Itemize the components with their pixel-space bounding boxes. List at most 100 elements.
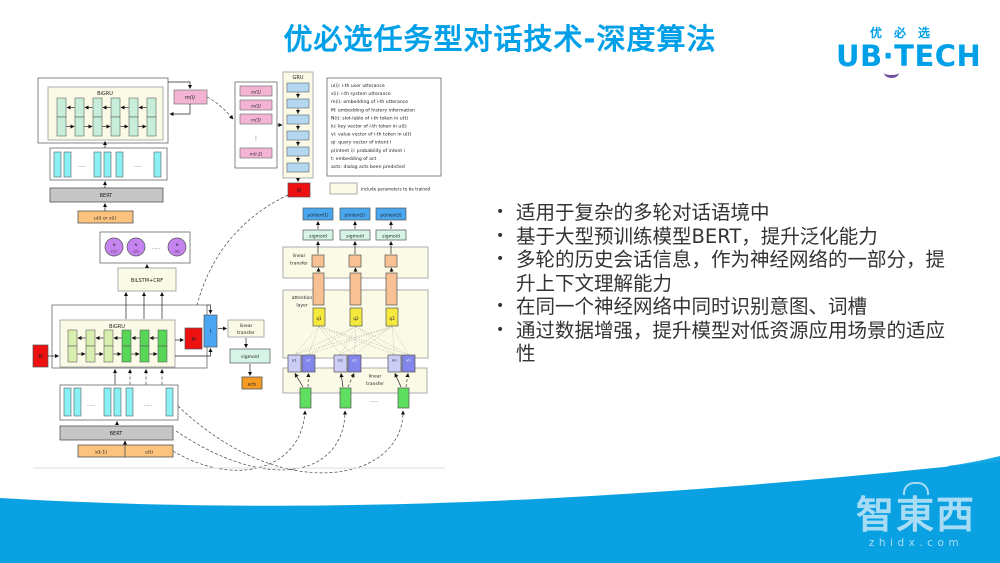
embedding-row-2: ...... ...... bbox=[63, 387, 174, 417]
svg-text:⋮: ⋮ bbox=[253, 135, 259, 142]
svg-text:qi: query vector of intent i: qi: query vector of intent i bbox=[331, 140, 391, 146]
svg-text:......: ...... bbox=[87, 402, 95, 407]
bigru-cells bbox=[56, 97, 157, 137]
bullet-item: •通过数据增强，提升模型对低资源应用场景的适应性 bbox=[496, 318, 946, 366]
label-acts: acts bbox=[248, 382, 257, 387]
legend: u(i): i-th user utterance s(i): i-th sys… bbox=[326, 77, 442, 195]
svg-text:linear: linear bbox=[369, 374, 382, 380]
svg-text:transfer: transfer bbox=[290, 261, 308, 267]
utterance-encoder-block: BiGRU m(i) ...... ...... BERT u(i) o bbox=[37, 77, 234, 224]
svg-text:M: embedding of history inform: M: embedding of history information bbox=[331, 107, 415, 113]
bottom-wave bbox=[0, 456, 1000, 563]
svg-text:(1): (1) bbox=[111, 249, 117, 254]
bullet-icon: • bbox=[496, 204, 505, 220]
label-gru: GRU bbox=[292, 75, 303, 81]
svg-text:m(1): m(1) bbox=[251, 90, 261, 95]
bullet-item: •在同一个神经网络中同时识别意图、词槽 bbox=[496, 295, 868, 318]
attention-links bbox=[294, 326, 409, 355]
svg-text:v1: v1 bbox=[306, 358, 311, 363]
svg-text:transfer: transfer bbox=[237, 330, 255, 336]
watermark-url-text: zhidx.com bbox=[868, 537, 964, 549]
svg-text:sigmoid: sigmoid bbox=[241, 354, 259, 360]
svg-text:N: N bbox=[176, 242, 179, 247]
svg-text:linear: linear bbox=[293, 253, 306, 259]
logo-cn-text: 优必选 bbox=[869, 26, 942, 40]
svg-text:k2: k2 bbox=[338, 358, 343, 363]
svg-text:q3: q3 bbox=[389, 316, 395, 321]
label-bigru: BiGRU bbox=[97, 91, 113, 97]
label-m-i: m(i) bbox=[185, 95, 195, 101]
svg-text:m(i-2): m(i-2) bbox=[250, 152, 263, 157]
slot-filling-block: N (1) N (2) ...... N (n) BiLSTM+CRF BiGRU M… bbox=[32, 231, 271, 458]
svg-text:m(i): embedding of i-th uttera: m(i): embedding of i-th utterance bbox=[331, 99, 408, 105]
legend-note: include parameters to be trained bbox=[361, 187, 431, 192]
logo-wordmark: UB·TECH bbox=[836, 39, 982, 73]
svg-text:(2): (2) bbox=[133, 249, 139, 254]
svg-text:acts: dialog acts been predict: acts: dialog acts been predicted bbox=[331, 164, 405, 170]
svg-text:N(i): slot-lable of i-th token: N(i): slot-lable of i-th token in u(t) bbox=[331, 115, 408, 121]
svg-text:linear: linear bbox=[240, 323, 253, 329]
cross-connections bbox=[172, 405, 406, 474]
svg-text:t: embedding of act: t: embedding of act bbox=[331, 156, 376, 162]
page-title: 优必选任务型对话技术-深度算法 bbox=[283, 22, 717, 56]
bullet-item: •基于大型预训练模型BERT，提升泛化能力 bbox=[496, 224, 878, 248]
svg-text:k1: k1 bbox=[292, 358, 297, 363]
history-encoder-block: m(1) m(2) m(3) ⋮ m(i-2) GRU M bbox=[191, 71, 314, 326]
svg-text:m(3): m(3) bbox=[251, 118, 261, 123]
svg-text:......: ...... bbox=[144, 402, 152, 407]
svg-text:(n): (n) bbox=[174, 249, 180, 254]
svg-text:layer: layer bbox=[296, 303, 307, 309]
intent-head-block: p(intent1) p(intent2) p(intent3) sigmoid… bbox=[282, 207, 429, 409]
bullet-item: •多轮的历史会话信息，作为神经网络的一部分，提升上下文理解能力 bbox=[496, 248, 946, 295]
svg-text:sigmoid: sigmoid bbox=[309, 233, 327, 239]
embedding-row-1: ...... ...... bbox=[53, 151, 162, 178]
logo-smile-icon bbox=[883, 68, 899, 79]
bullet-list: •适用于复杂的多轮对话语境中 •基于大型预训练模型BERT，提升泛化能力 •多轮… bbox=[492, 201, 960, 366]
svg-text:......: ...... bbox=[370, 398, 378, 403]
svg-text:p(intent1): p(intent1) bbox=[308, 213, 329, 218]
svg-text:transfer: transfer bbox=[366, 381, 384, 387]
zhidx-watermark: 智東西 zhidx.com bbox=[856, 482, 976, 549]
svg-text:sigmoid: sigmoid bbox=[382, 233, 400, 239]
architecture-diagram: BiGRU m(i) ...... ...... BERT u(i) o bbox=[32, 71, 445, 474]
label-M-history: M bbox=[297, 189, 301, 195]
svg-text:s(i): i-th system utterance: s(i): i-th system utterance bbox=[331, 91, 391, 97]
svg-text:N: N bbox=[135, 242, 138, 247]
label-bigru-2: BiGRU bbox=[109, 324, 125, 330]
svg-text:u(i): i-th user utterance: u(i): i-th user utterance bbox=[331, 83, 385, 89]
bullet-item: •适用于复杂的多轮对话语境中 bbox=[496, 201, 770, 224]
label-bilstm-crf: BiLSTM+CRF bbox=[131, 278, 163, 284]
svg-text:sigmoid: sigmoid bbox=[346, 233, 364, 239]
svg-text:vi: value vector of i-th token: vi: value vector of i-th token in u(t) bbox=[331, 132, 411, 138]
svg-text:kn: kn bbox=[392, 358, 397, 363]
bullet-icon: • bbox=[496, 321, 505, 338]
svg-text:attention: attention bbox=[292, 295, 313, 301]
label-M-right: M bbox=[191, 337, 195, 343]
ubtech-logo: 优必选 UB·TECH bbox=[836, 24, 982, 79]
label-s-prev: s(t-1) bbox=[95, 450, 107, 456]
svg-text:m(2): m(2) bbox=[251, 104, 261, 109]
watermark-cn-text: 智東西 bbox=[855, 493, 976, 537]
svg-text:vn: vn bbox=[406, 358, 411, 363]
bullet-icon: • bbox=[496, 227, 505, 244]
bullet-icon: • bbox=[496, 298, 505, 314]
label-bert: BERT bbox=[100, 193, 114, 199]
antenna-icon bbox=[902, 482, 929, 495]
svg-text:......: ...... bbox=[134, 163, 142, 168]
label-input: u(i) or s(i) bbox=[94, 216, 116, 222]
svg-text:p(intent2): p(intent2) bbox=[345, 213, 366, 218]
svg-text:N: N bbox=[113, 242, 116, 247]
svg-text:v2: v2 bbox=[352, 358, 357, 363]
label-I: I bbox=[210, 329, 211, 335]
svg-text:p(intent3): p(intent3) bbox=[381, 213, 402, 218]
svg-text:q2: q2 bbox=[353, 316, 359, 321]
svg-text:q1: q1 bbox=[316, 316, 322, 321]
label-u-t: u(t) bbox=[145, 450, 153, 456]
svg-text:......: ...... bbox=[152, 245, 160, 250]
svg-text:p(intent i): probability of in: p(intent i): probability of intent i bbox=[331, 148, 405, 154]
label-M-left: M bbox=[38, 354, 42, 360]
svg-text:ki: key vector of i-th token i: ki: key vector of i-th token in u(t) bbox=[331, 124, 407, 130]
svg-text:......: ...... bbox=[78, 163, 86, 168]
bullet-icon: • bbox=[496, 251, 505, 267]
label-bert-2: BERT bbox=[110, 431, 124, 437]
